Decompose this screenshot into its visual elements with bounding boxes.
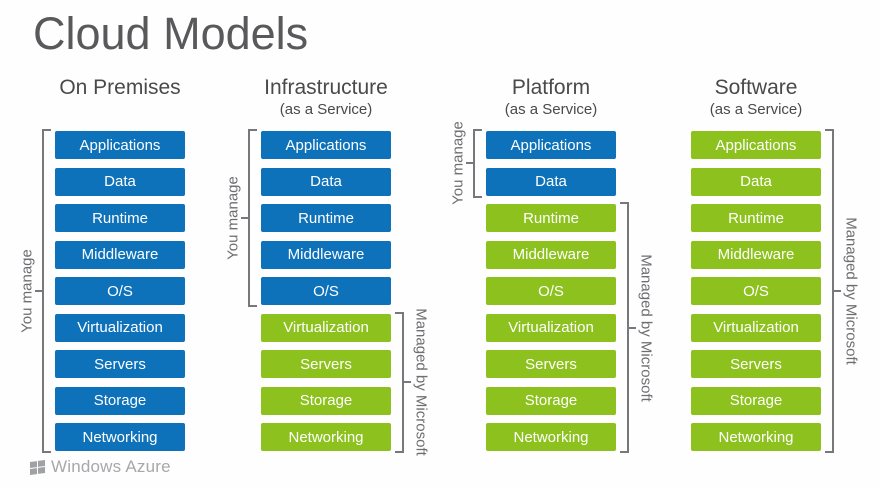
- layer-box-networking: Networking: [486, 423, 616, 451]
- layer-box-middleware: Middleware: [261, 240, 391, 269]
- layer-box-virtualization: Virtualization: [261, 313, 391, 342]
- column-header-infrastructure: Infrastructure (as a Service): [221, 76, 431, 118]
- managed-by-microsoft-bracket: [620, 202, 636, 453]
- you-manage-label: You manage: [18, 249, 36, 333]
- you-manage-bracket: [35, 129, 51, 453]
- layer-box-runtime: Runtime: [691, 204, 821, 232]
- bracket-tick: [466, 162, 473, 165]
- managed-by-microsoft-label: Managed by Microsoft: [842, 217, 860, 365]
- managed-by-microsoft-bracket: [395, 311, 411, 453]
- layer-box-middleware: Middleware: [486, 240, 616, 269]
- column-title-on-premises: On Premises: [59, 76, 181, 99]
- layer-box-o-s: O/S: [486, 277, 616, 305]
- you-manage-label: You manage: [449, 121, 467, 206]
- layer-box-data: Data: [486, 167, 616, 196]
- layer-box-middleware: Middleware: [691, 240, 821, 269]
- layer-box-o-s: O/S: [55, 277, 185, 305]
- layer-box-applications: Applications: [55, 131, 185, 159]
- layer-box-data: Data: [691, 167, 821, 196]
- column-header-software: Software (as a Service): [651, 76, 861, 118]
- column-title-platform: Platform: [511, 76, 591, 99]
- layer-box-applications: Applications: [691, 131, 821, 159]
- managed-by-microsoft-label: Managed by Microsoft: [412, 308, 430, 457]
- layer-box-networking: Networking: [55, 423, 185, 451]
- column-header-on-premises: On Premises: [15, 76, 225, 100]
- layer-box-runtime: Runtime: [261, 204, 391, 232]
- you-manage-label: You manage: [224, 176, 242, 260]
- column-subtitle-platform: (as a Service): [504, 101, 598, 119]
- layer-box-virtualization: Virtualization: [486, 313, 616, 342]
- bracket-tick: [35, 290, 42, 292]
- azure-logo-text: Windows Azure: [51, 457, 171, 476]
- layer-box-networking: Networking: [261, 423, 391, 451]
- azure-logo: Windows Azure: [30, 457, 171, 477]
- layer-box-middleware: Middleware: [55, 240, 185, 269]
- layer-box-applications: Applications: [261, 131, 391, 159]
- layer-box-servers: Servers: [261, 350, 391, 378]
- windows-logo-icon: [30, 459, 45, 475]
- layer-box-applications: Applications: [486, 131, 616, 159]
- layer-box-storage: Storage: [261, 386, 391, 415]
- layer-box-storage: Storage: [486, 386, 616, 415]
- layer-box-servers: Servers: [55, 350, 185, 378]
- column-title-infrastructure: Infrastructure: [264, 76, 388, 99]
- bracket-tick: [629, 326, 636, 329]
- layer-box-runtime: Runtime: [55, 204, 185, 232]
- layer-box-storage: Storage: [55, 386, 185, 415]
- layer-box-data: Data: [261, 167, 391, 196]
- layer-box-virtualization: Virtualization: [691, 313, 821, 342]
- layer-box-o-s: O/S: [691, 277, 821, 305]
- layer-box-data: Data: [55, 167, 185, 196]
- you-manage-bracket: [241, 129, 257, 307]
- layer-box-storage: Storage: [691, 386, 821, 415]
- slide-title: Cloud Models: [33, 8, 309, 59]
- column-title-software: Software: [714, 76, 798, 99]
- column-subtitle-infrastructure: (as a Service): [279, 101, 373, 119]
- layer-box-networking: Networking: [691, 423, 821, 451]
- layer-box-runtime: Runtime: [486, 204, 616, 232]
- column-header-platform: Platform (as a Service): [446, 76, 656, 118]
- layer-box-servers: Servers: [486, 350, 616, 378]
- bracket-tick: [241, 217, 248, 219]
- column-subtitle-software: (as a Service): [709, 101, 803, 119]
- managed-by-microsoft-label: Managed by Microsoft: [637, 253, 655, 402]
- layer-box-servers: Servers: [691, 350, 821, 378]
- layer-box-virtualization: Virtualization: [55, 313, 185, 342]
- layer-box-o-s: O/S: [261, 277, 391, 305]
- managed-by-microsoft-bracket: [825, 129, 841, 453]
- you-manage-bracket: [466, 129, 482, 198]
- bracket-tick: [834, 290, 841, 292]
- bracket-tick: [404, 381, 411, 384]
